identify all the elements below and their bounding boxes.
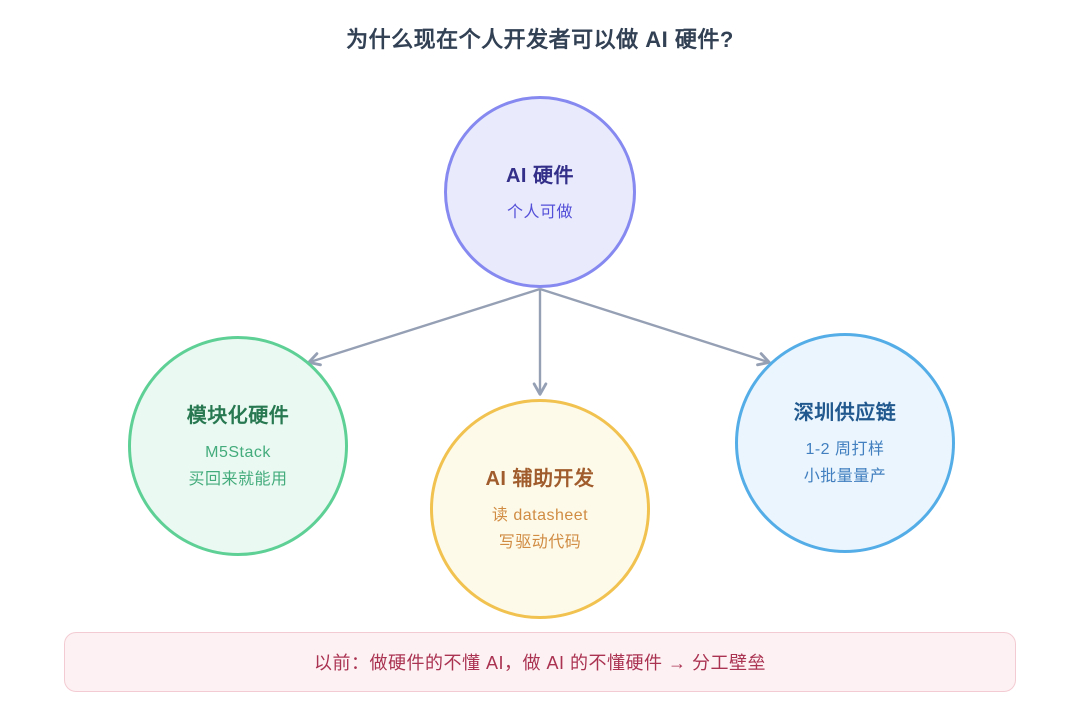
node-modular-hardware: 模块化硬件 M5Stack 买回来就能用 <box>128 336 348 556</box>
node-ai-assisted-dev-line-1: 读 datasheet <box>491 507 589 524</box>
node-modular-hardware-line-1: M5Stack <box>205 444 271 461</box>
node-shenzhen-supply-chain-line-2: 小批量量产 <box>803 468 887 485</box>
node-shenzhen-supply-chain-line-1: 1-2 周打样 <box>805 441 885 458</box>
footnote-text: 以前：做硬件的不懂 AI，做 AI 的不懂硬件 → 分工壁垒 <box>313 653 767 673</box>
page-title: 为什么现在个人开发者可以做 AI 硬件? <box>346 27 734 52</box>
node-ai-assisted-dev: AI 辅助开发 读 datasheet 写驱动代码 <box>430 399 650 619</box>
node-ai-hardware-subtitle: 个人可做 <box>506 203 573 221</box>
node-modular-hardware-line-2: 买回来就能用 <box>188 471 288 488</box>
node-ai-hardware-title: AI 硬件 <box>505 164 575 187</box>
node-ai-assisted-dev-line-2: 写驱动代码 <box>498 534 582 551</box>
node-modular-hardware-title: 模块化硬件 <box>186 405 290 427</box>
node-ai-assisted-dev-title: AI 辅助开发 <box>485 468 595 490</box>
node-shenzhen-supply-chain-title: 深圳供应链 <box>793 402 897 424</box>
node-shenzhen-supply-chain: 深圳供应链 1-2 周打样 小批量量产 <box>735 333 955 553</box>
node-ai-hardware: AI 硬件 个人可做 <box>444 96 636 288</box>
footnote-banner: 以前：做硬件的不懂 AI，做 AI 的不懂硬件 → 分工壁垒 <box>64 632 1016 692</box>
arrow-to-modular-hardware <box>307 287 541 367</box>
arrow-to-shenzhen-supply-chain <box>539 287 771 367</box>
